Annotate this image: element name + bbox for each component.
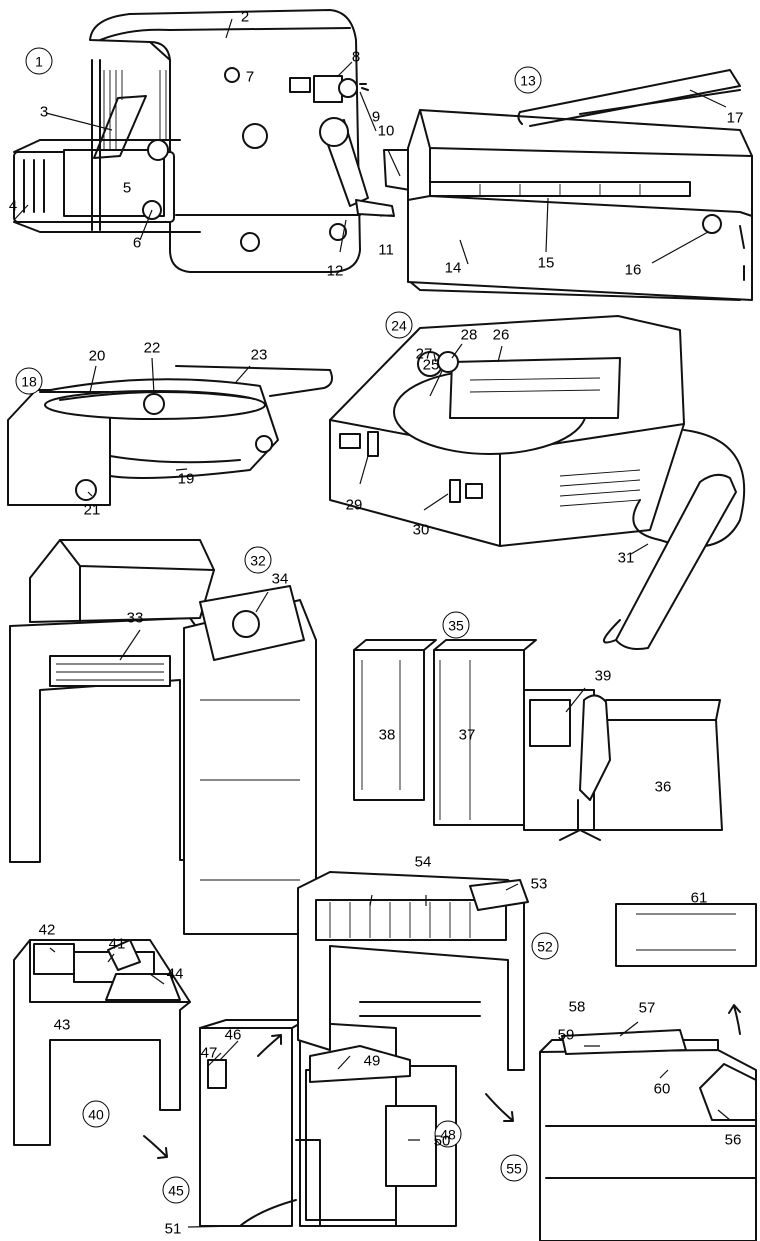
figure-label-24: 24 bbox=[385, 311, 413, 339]
teleprinter-desk bbox=[9, 539, 317, 935]
part-label-44: 44 bbox=[166, 965, 184, 983]
part-label-27: 27 bbox=[415, 345, 433, 363]
part-label-20: 20 bbox=[88, 347, 106, 365]
strip-printer bbox=[407, 69, 753, 301]
part-label-8: 8 bbox=[351, 48, 361, 66]
part-label-15: 15 bbox=[537, 254, 555, 272]
part-label-61: 61 bbox=[690, 889, 708, 907]
figure-label-52: 52 bbox=[531, 932, 559, 960]
part-label-11: 11 bbox=[378, 241, 394, 259]
part-label-33: 33 bbox=[126, 609, 144, 627]
part-label-58: 58 bbox=[568, 998, 586, 1016]
part-label-9: 9 bbox=[371, 108, 381, 126]
part-label-60: 60 bbox=[653, 1080, 671, 1098]
roller-device bbox=[7, 365, 333, 506]
part-label-3: 3 bbox=[39, 103, 49, 121]
part-label-5: 5 bbox=[122, 179, 132, 197]
part-label-10: 10 bbox=[377, 122, 395, 140]
part-label-16: 16 bbox=[624, 261, 642, 279]
part-label-22: 22 bbox=[143, 339, 161, 357]
part-label-14: 14 bbox=[444, 259, 462, 277]
figure-label-55: 55 bbox=[500, 1154, 528, 1182]
part-label-37: 37 bbox=[458, 726, 476, 744]
part-label-4: 4 bbox=[8, 197, 18, 215]
part-label-59: 59 bbox=[557, 1026, 575, 1044]
part-label-46: 46 bbox=[224, 1026, 242, 1044]
part-label-43: 43 bbox=[53, 1016, 71, 1034]
figure-label-13: 13 bbox=[514, 66, 542, 94]
part-label-6: 6 bbox=[132, 234, 142, 252]
dictation-machine bbox=[329, 315, 745, 650]
part-label-31: 31 bbox=[617, 549, 635, 567]
part-label-51: 51 bbox=[164, 1220, 182, 1238]
figure-label-18: 18 bbox=[15, 367, 43, 395]
part-label-21: 21 bbox=[83, 501, 101, 519]
computer-installation bbox=[353, 639, 723, 841]
figure-label-48: 48 bbox=[434, 1120, 462, 1148]
part-label-25: 25 bbox=[422, 356, 440, 374]
calculator-desk bbox=[13, 939, 191, 1146]
part-label-47: 47 bbox=[200, 1044, 218, 1062]
part-label-38: 38 bbox=[378, 726, 396, 744]
part-label-53: 53 bbox=[530, 875, 548, 893]
part-label-7: 7 bbox=[245, 68, 255, 86]
part-label-28: 28 bbox=[460, 326, 478, 344]
part-label-23: 23 bbox=[250, 346, 268, 364]
part-label-39: 39 bbox=[594, 667, 612, 685]
figure-label-32: 32 bbox=[244, 546, 272, 574]
part-label-56: 56 bbox=[724, 1131, 742, 1149]
duplicator-machine bbox=[13, 9, 411, 273]
part-label-49: 49 bbox=[363, 1052, 381, 1070]
card-sorter bbox=[297, 871, 529, 1071]
part-label-54: 54 bbox=[414, 853, 432, 871]
part-label-2: 2 bbox=[240, 8, 250, 26]
part-label-50: 50 bbox=[433, 1132, 451, 1150]
part-label-29: 29 bbox=[345, 496, 363, 514]
part-label-30: 30 bbox=[412, 521, 430, 539]
part-label-26: 26 bbox=[492, 326, 510, 344]
part-label-36: 36 bbox=[654, 778, 672, 796]
figure-label-35: 35 bbox=[442, 611, 470, 639]
part-label-34: 34 bbox=[271, 570, 289, 588]
figure-label-45: 45 bbox=[162, 1176, 190, 1204]
part-label-42: 42 bbox=[38, 921, 56, 939]
tabulator bbox=[199, 1019, 457, 1227]
leader-lines bbox=[13, 18, 741, 1228]
figure-label-1: 1 bbox=[25, 47, 53, 75]
figure-label-40: 40 bbox=[82, 1100, 110, 1128]
part-label-17: 17 bbox=[726, 109, 744, 127]
part-label-12: 12 bbox=[326, 262, 344, 280]
part-label-57: 57 bbox=[638, 999, 656, 1017]
part-label-41: 41 bbox=[108, 935, 126, 953]
part-label-19: 19 bbox=[177, 470, 195, 488]
card-punch bbox=[539, 903, 757, 1241]
